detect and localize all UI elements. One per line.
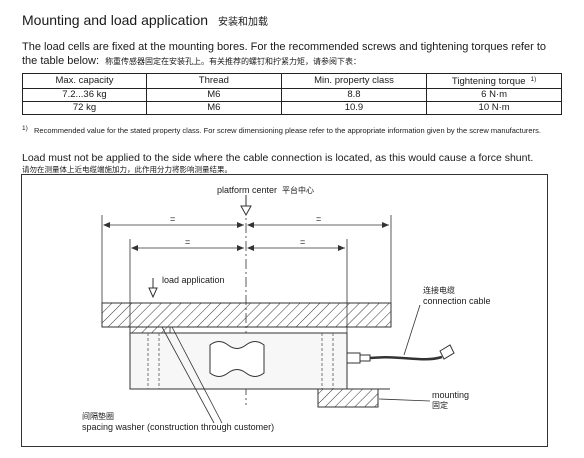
dimension-eq-mid-left: = xyxy=(185,237,191,247)
platform xyxy=(101,302,392,328)
dimension-eq-top-right: = xyxy=(316,214,322,224)
footnote: 1) Recommended value for the stated prop… xyxy=(22,125,562,135)
torque-table: Max. capacity Thread Min. property class… xyxy=(22,73,562,115)
cell-capacity: 7.2...36 kg xyxy=(22,88,147,102)
leader-washer-2 xyxy=(171,326,223,424)
dimension-eq-top-left: = xyxy=(170,214,176,224)
footnote-mark: 1) xyxy=(22,125,28,132)
cable-label: 连接电缆 connection cable xyxy=(423,286,491,306)
leader-cable xyxy=(403,304,421,356)
heading-title: Mounting and load application xyxy=(22,12,209,28)
cell-capacity: 72 kg xyxy=(22,101,147,115)
table-row: 7.2...36 kg M6 8.8 6 N·m xyxy=(22,88,562,102)
cell-thread: M6 xyxy=(145,88,282,102)
load-arrow-icon xyxy=(148,287,158,299)
beam-cutout xyxy=(209,341,265,377)
intro-paragraph: The load cells are fixed at the mounting… xyxy=(22,41,562,68)
col-tightening-torque: Tightening torque 1) xyxy=(426,73,562,89)
page-heading: Mounting and load application 安装和加载 xyxy=(22,12,268,30)
cell-property-class: 10.9 xyxy=(280,101,428,115)
cable-gland xyxy=(346,352,361,364)
table-row: 72 kg M6 10.9 10 N·m xyxy=(22,101,562,115)
platform-center-label: platform center 平台中心 xyxy=(217,185,315,195)
intro-text: The load cells are fixed at the mounting… xyxy=(22,41,547,67)
col-thread: Thread xyxy=(145,73,282,89)
col-max-capacity: Max. capacity xyxy=(22,73,147,89)
platform-center-arrow-icon xyxy=(240,205,252,217)
mounting-diagram xyxy=(101,195,455,424)
leader-mounting xyxy=(378,398,431,402)
mounting-label: mounting 固定 xyxy=(432,390,470,410)
cell-torque: 6 N·m xyxy=(426,88,562,102)
dimension-eq-mid-right: = xyxy=(300,237,306,247)
mounting-block xyxy=(317,388,379,408)
cell-torque: 10 N·m xyxy=(426,101,562,115)
load-application-label: load application xyxy=(162,275,225,285)
heading-title-cn: 安装和加载 xyxy=(218,17,269,28)
col-property-class: Min. property class xyxy=(280,73,428,89)
washer-label: 间隔垫圈 spacing washer (construction throug… xyxy=(82,412,275,432)
intro-text-cn: 称重传感器固定在安装孔上。有关推荐的螺钉和拧紧力矩，请参阅下表： xyxy=(105,56,362,66)
leader-washer-1 xyxy=(161,326,215,424)
mounting-diagram-frame: platform center 平台中心 = = = = load applic… xyxy=(21,174,548,447)
cell-thread: M6 xyxy=(145,101,282,115)
warning-text: Load must not be applied to the side whe… xyxy=(22,152,534,164)
col-tightening-torque-label: Tightening torque xyxy=(451,76,526,87)
cable-end xyxy=(439,344,455,360)
warning-text-cn: 请勿在测量体上近电缆端施加力，此作用分力将影响测量结果。 xyxy=(22,165,232,174)
footnote-text: Recommended value for the stated propert… xyxy=(34,126,541,135)
cell-property-class: 8.8 xyxy=(280,88,428,102)
torque-footnote-mark: 1) xyxy=(530,76,537,83)
table-header-row: Max. capacity Thread Min. property class… xyxy=(22,73,562,89)
connection-cable xyxy=(369,355,443,361)
